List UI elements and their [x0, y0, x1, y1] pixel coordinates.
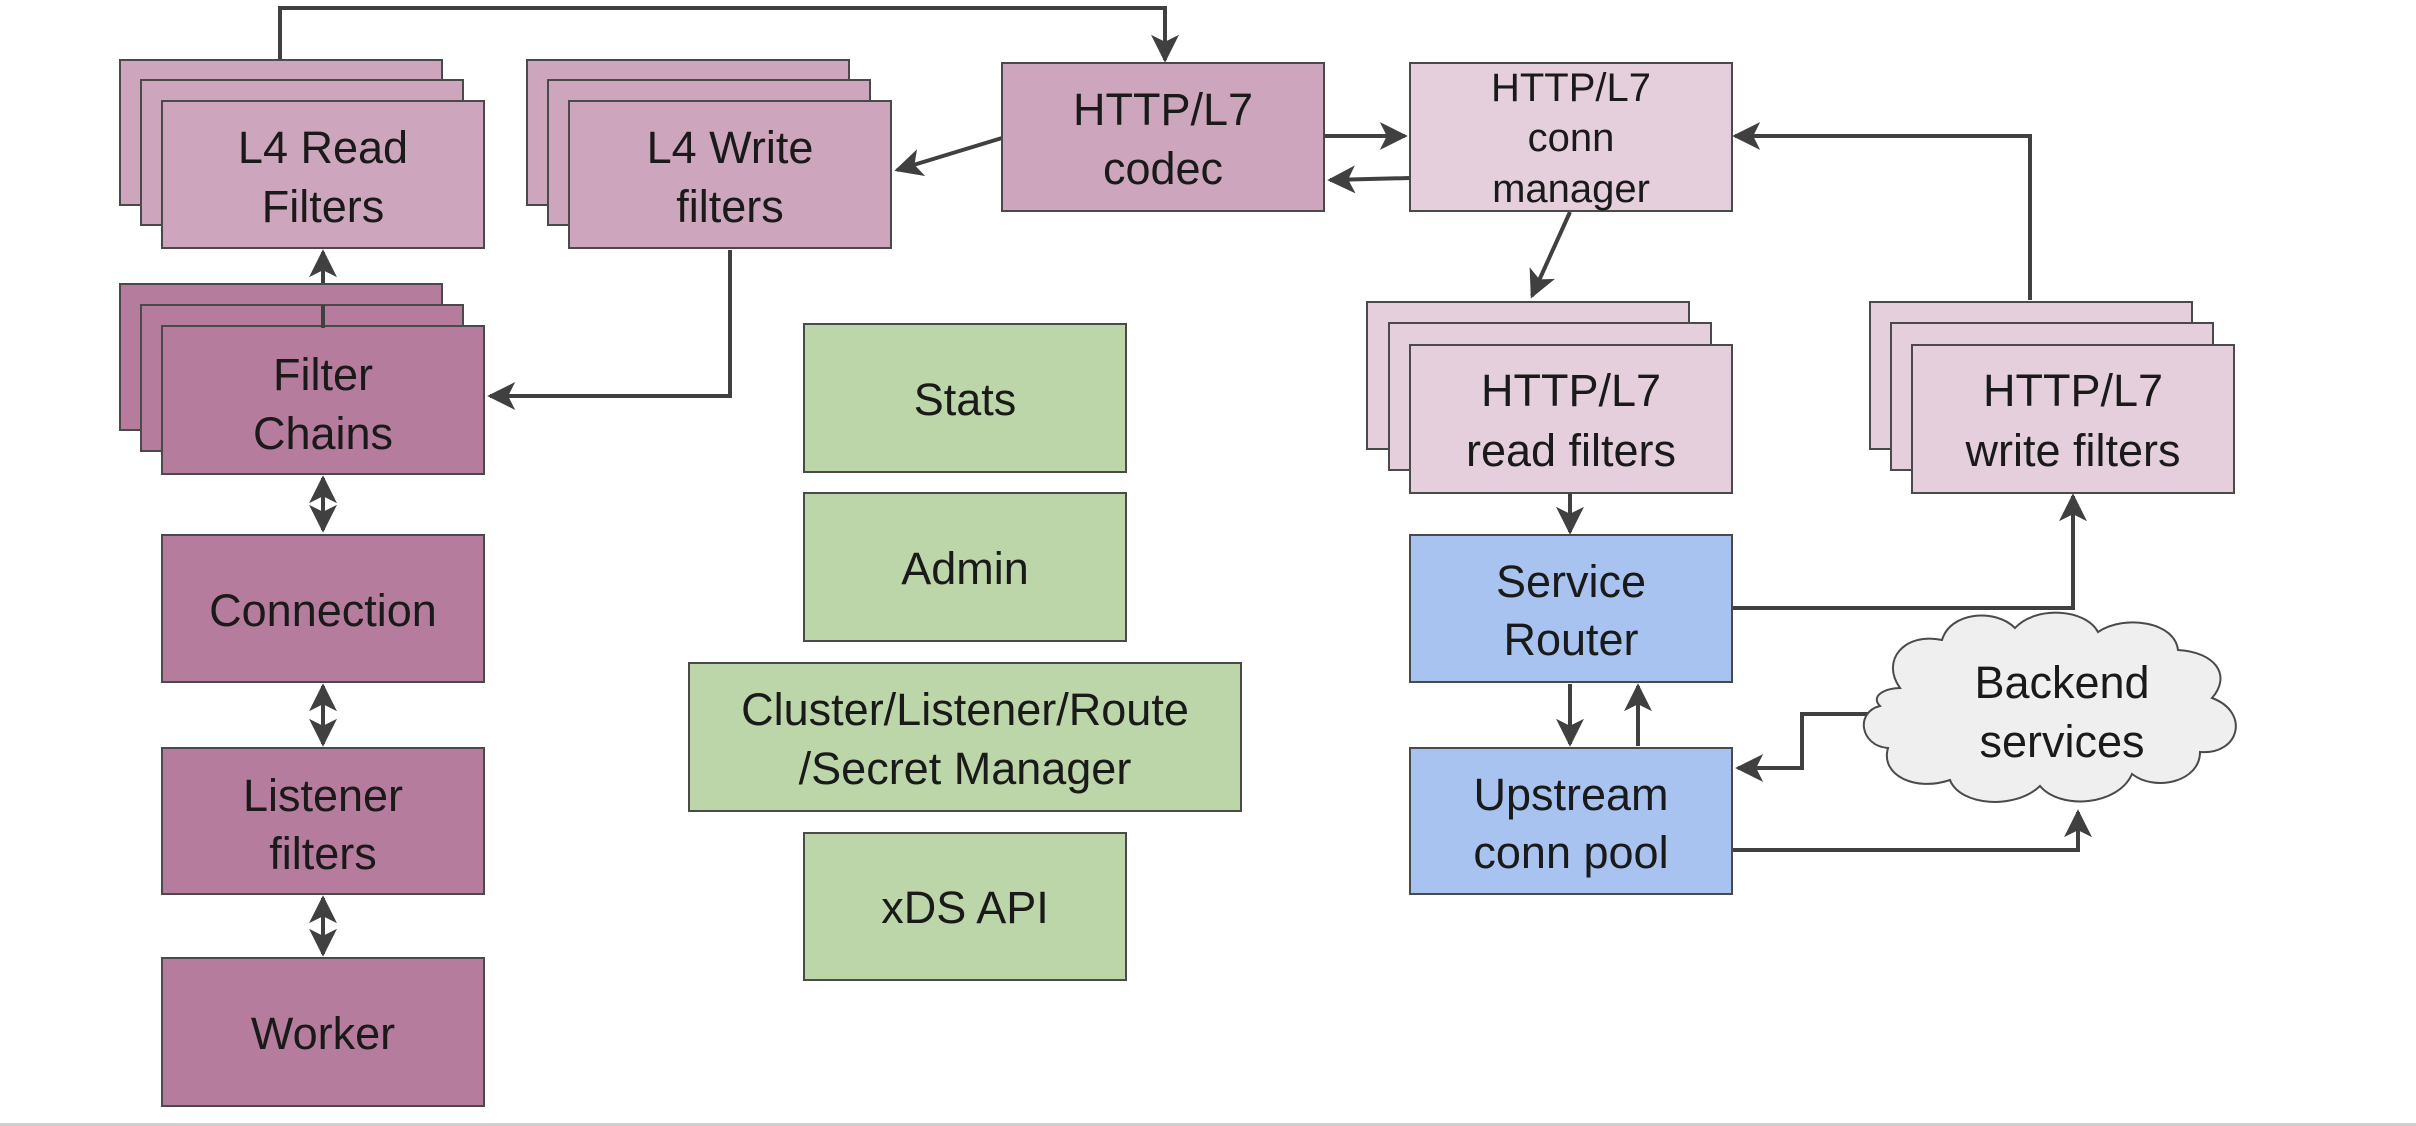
- l4-write-filters-node: L4 Write filters: [526, 59, 892, 249]
- backend-services-cloud: Backend services: [1862, 611, 2237, 803]
- edge-connpool-to-backend: [1733, 809, 2092, 852]
- cluster-manager-label-2: /Secret Manager: [799, 743, 1132, 794]
- edge-connmgr-to-readfilters: [1529, 211, 1572, 299]
- xds-api-node: xDS API: [803, 832, 1127, 981]
- http-write-filters-label-2: write filters: [1964, 425, 2180, 476]
- listener-filters-node: Listener filters: [161, 747, 485, 895]
- connection-node: Connection: [161, 534, 485, 683]
- l4-read-filters-label-1: L4 Read: [238, 122, 408, 173]
- connection-label: Connection: [209, 585, 437, 636]
- worker-node: Worker: [161, 957, 485, 1107]
- filter-chains-node: Filter Chains: [119, 283, 485, 475]
- http-read-filters-node: HTTP/L7 read filters: [1366, 301, 1733, 494]
- edge-codec-to-l4write: [894, 136, 1003, 177]
- l4-read-filters-node: L4 Read Filters: [119, 59, 485, 249]
- cluster-manager-node: Cluster/Listener/Route /Secret Manager: [688, 662, 1242, 812]
- l4-write-filters-label-1: L4 Write: [647, 122, 814, 173]
- edges: [278, 6, 2092, 957]
- backend-services-label-1: Backend: [1974, 657, 2149, 708]
- http-codec-node: HTTP/L7 codec: [1001, 62, 1325, 212]
- filter-chains-label-1: Filter: [273, 349, 373, 400]
- http-conn-manager-label-3: manager: [1492, 167, 1650, 211]
- l4-read-filters-label-2: Filters: [262, 181, 385, 232]
- http-codec-label-1: HTTP/L7: [1073, 84, 1253, 135]
- http-write-filters-node: HTTP/L7 write filters: [1869, 301, 2235, 494]
- service-router-label-2: Router: [1503, 614, 1638, 665]
- service-router-node: Service Router: [1409, 534, 1733, 683]
- admin-label: Admin: [901, 543, 1029, 594]
- upstream-conn-pool-label-1: Upstream: [1473, 769, 1668, 820]
- listener-filters-label-1: Listener: [243, 770, 403, 821]
- http-write-filters-label-1: HTTP/L7: [1983, 365, 2163, 416]
- http-conn-manager-label-2: conn: [1528, 116, 1615, 160]
- edge-backend-to-connpool: [1735, 712, 1872, 782]
- upstream-conn-pool-node: Upstream conn pool: [1409, 747, 1733, 895]
- admin-node: Admin: [803, 492, 1127, 642]
- filter-chains-label-2: Chains: [253, 408, 393, 459]
- stats-label: Stats: [914, 374, 1017, 425]
- edge-connmgr-to-codec: [1327, 165, 1411, 194]
- l4-write-filters-label-2: filters: [676, 181, 784, 232]
- edge-router-to-writefilters: [1733, 493, 2087, 610]
- edge-l4read-to-codec: [278, 6, 1179, 63]
- cloud-shape: [1862, 611, 2237, 803]
- listener-filters-label-2: filters: [269, 828, 377, 879]
- http-conn-manager-node: HTTP/L7 conn manager: [1409, 62, 1733, 212]
- http-codec-label-2: codec: [1103, 143, 1223, 194]
- stats-node: Stats: [803, 323, 1127, 473]
- http-read-filters-label-1: HTTP/L7: [1481, 365, 1661, 416]
- edge-l4write-to-filterchains: [487, 250, 732, 410]
- cluster-manager-label-1: Cluster/Listener/Route: [741, 684, 1189, 735]
- bottom-divider: [0, 1123, 2416, 1126]
- xds-api-label: xDS API: [881, 882, 1049, 933]
- http-conn-manager-label-1: HTTP/L7: [1491, 66, 1651, 110]
- service-router-label-1: Service: [1496, 556, 1646, 607]
- worker-label: Worker: [251, 1008, 395, 1059]
- http-read-filters-label-2: read filters: [1466, 425, 1676, 476]
- edge-writefilters-to-connmgr: [1732, 122, 2032, 300]
- upstream-conn-pool-label-2: conn pool: [1473, 827, 1668, 878]
- backend-services-label-2: services: [1979, 716, 2144, 767]
